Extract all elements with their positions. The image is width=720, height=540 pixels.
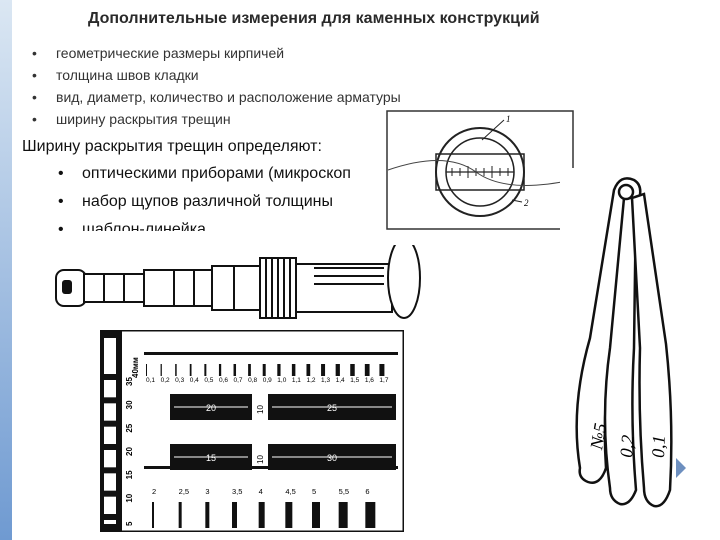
scale-mark <box>277 364 281 376</box>
ruler-tick-label: 30 <box>125 400 134 409</box>
ruler-segment <box>104 397 116 404</box>
scale-mark <box>204 364 207 376</box>
bottom-scale-mark <box>285 502 293 528</box>
scale-tick-label: 1,5 <box>350 377 359 384</box>
slide-title: Дополнительные измерения для каменных ко… <box>88 10 540 27</box>
scale-mark <box>233 364 237 376</box>
scale-mark <box>175 364 177 376</box>
text-clip-mask <box>48 231 428 245</box>
scale-tick-label: 1,3 <box>321 377 330 384</box>
gauge-bar-label: 15 <box>206 453 216 463</box>
ruler-segment <box>104 444 116 450</box>
scale-tick-label: 0,4 <box>190 377 199 384</box>
scope-figure: 1 2 <box>386 110 574 230</box>
bottom-scale-mark <box>338 502 348 528</box>
bottom-scale-label: 6 <box>365 487 369 496</box>
bottom-scale-mark <box>152 502 154 528</box>
list-item: набор щупов различной толщины <box>58 188 351 216</box>
list-item: ширину раскрытия трещин <box>32 108 401 130</box>
ruler-segment <box>104 420 116 427</box>
ruler-segment <box>104 374 116 380</box>
scale-tick-label: 0,8 <box>248 377 257 384</box>
list-item: оптическими приборами (микроскоп <box>58 160 351 188</box>
scale-tick-label: 0,2 <box>161 377 170 384</box>
bottom-scale-label: 4 <box>259 487 263 496</box>
scale-tick-label: 1,7 <box>379 377 388 384</box>
gauge-bar-label: 25 <box>327 403 337 413</box>
scale-mark <box>248 364 251 376</box>
scale-mark <box>218 364 222 376</box>
bottom-scale-mark <box>258 502 265 528</box>
scale-mark <box>321 364 326 376</box>
scale-mark <box>335 364 340 376</box>
list-item: толщина швов кладки <box>32 64 401 86</box>
ruler-segment <box>104 467 116 474</box>
gauge-bar-label: 20 <box>206 403 216 413</box>
scale-mark <box>364 364 370 376</box>
ruler-tick-label: 5 <box>125 521 134 526</box>
scale-tick-label: 0,5 <box>204 377 213 384</box>
scale-mark <box>379 364 385 376</box>
bottom-scale-label: 2,5 <box>179 487 189 496</box>
scale-mark <box>189 364 192 376</box>
scope-label-2: 2 <box>524 198 529 208</box>
ruler-segment <box>104 514 116 520</box>
bottom-scale-label: 5,5 <box>339 487 349 496</box>
gauge-center-mark: 10 <box>256 405 265 414</box>
slide-accent-bar <box>0 0 12 540</box>
measurement-list: геометрические размеры кирпичей толщина … <box>32 42 401 130</box>
ruler-tick-label: 10 <box>125 493 134 502</box>
gauge-side-label: 40мм <box>131 357 140 378</box>
scale-mark <box>160 364 162 376</box>
feeler-gauge-figure: №5 0,2 0,1 <box>560 168 710 518</box>
list-item: геометрические размеры кирпичей <box>32 42 401 64</box>
scale-tick-label: 1,4 <box>336 377 345 384</box>
gauge-center-mark: 10 <box>256 455 265 464</box>
scale-tick-label: 0,1 <box>146 377 155 384</box>
bottom-scale-mark <box>365 502 376 528</box>
ruler-segment <box>104 490 116 497</box>
feeler-label-3: 0,1 <box>648 435 669 458</box>
scope-label-1: 1 <box>506 114 511 124</box>
scale-mark <box>306 364 311 376</box>
scale-tick-label: 1,1 <box>292 377 301 384</box>
scale-mark <box>146 364 147 376</box>
list-item: вид, диаметр, количество и расположение … <box>32 86 401 108</box>
bottom-scale-mark <box>232 502 237 528</box>
bottom-scale-label: 5 <box>312 487 316 496</box>
scale-tick-label: 0,7 <box>234 377 243 384</box>
subheading: Ширину раскрытия трещин определяют: <box>22 138 326 156</box>
scale-mark <box>350 364 355 376</box>
bottom-scale-mark <box>312 502 320 528</box>
bottom-scale-label: 3 <box>205 487 209 496</box>
feeler-label-1: №5 <box>586 422 610 452</box>
scale-mark <box>262 364 266 376</box>
bottom-scale-mark <box>205 502 210 528</box>
feeler-label-2: 0,2 <box>616 434 638 458</box>
ruler-tick-label: 20 <box>125 447 134 456</box>
scale-mark <box>291 364 296 376</box>
microscope-figure <box>44 232 434 330</box>
bottom-scale-label: 4,5 <box>285 487 295 496</box>
scale-tick-label: 0,9 <box>263 377 272 384</box>
ruler-tick-label: 25 <box>125 423 134 432</box>
scale-tick-label: 1,0 <box>277 377 286 384</box>
scale-tick-label: 0,3 <box>175 377 184 384</box>
next-slide-arrow-icon[interactable] <box>676 458 686 478</box>
gauge-bar-label: 30 <box>327 453 337 463</box>
scale-tick-label: 1,6 <box>365 377 374 384</box>
ruler-tick-label: 15 <box>125 470 134 479</box>
bottom-scale-label: 3,5 <box>232 487 242 496</box>
bottom-scale-mark <box>178 502 182 528</box>
scale-tick-label: 0,6 <box>219 377 228 384</box>
ruler-tick-label: 35 <box>125 377 134 386</box>
scale-tick-label: 1,2 <box>306 377 315 384</box>
bottom-scale-label: 2 <box>152 487 156 496</box>
